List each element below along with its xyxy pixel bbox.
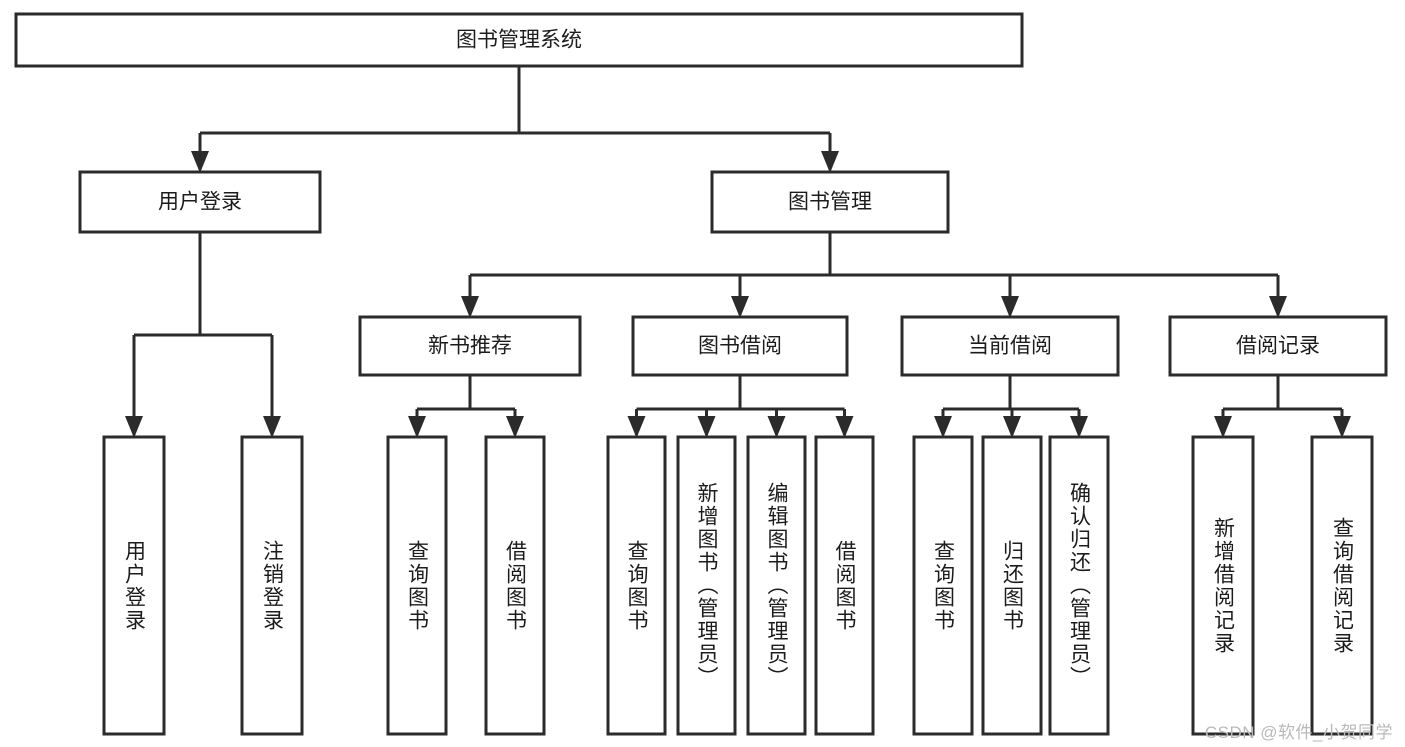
node-level2-label-3: 借阅记录 (1236, 335, 1320, 358)
arrow-head-icon (697, 416, 716, 438)
arrow-head-icon (821, 151, 839, 173)
arrow-head-icon (461, 296, 479, 318)
arrow-head-icon (1001, 296, 1019, 318)
leaf-node-box-9[interactable] (981, 435, 1043, 736)
arrow-head-icon (1333, 416, 1351, 438)
node-level2-label-0: 新书推荐 (428, 335, 512, 358)
node-level2-box-0[interactable] (358, 315, 582, 377)
arrow-head-icon (125, 416, 143, 438)
leaf-node-box-0[interactable] (102, 435, 166, 736)
node-level1-label-1: 图书管理 (788, 191, 872, 214)
node-root-label: 图书管理系统 (456, 29, 582, 52)
arrow-head-icon (835, 416, 854, 438)
arrow-head-icon (1269, 296, 1287, 318)
csdn-watermark: CSDN @软件_小贺同学 (1204, 723, 1393, 742)
leaf-node-box-5[interactable] (676, 435, 737, 736)
arrow-head-icon (627, 416, 646, 438)
arrow-head-icon (263, 416, 281, 438)
arrow-head-icon (731, 296, 749, 318)
node-level2-box-2[interactable] (900, 315, 1120, 377)
leaf-node-box-12[interactable] (1310, 435, 1374, 736)
arrow-head-icon (191, 151, 209, 173)
leaf-node-box-4[interactable] (606, 435, 667, 736)
leaf-node-box-3[interactable] (484, 435, 546, 736)
arrow-head-icon (1214, 416, 1232, 438)
leaf-node-box-1[interactable] (240, 435, 304, 736)
node-level2-label-2: 当前借阅 (968, 335, 1052, 358)
arrow-head-icon (506, 416, 524, 438)
leaf-node-box-10[interactable] (1048, 435, 1110, 736)
arrow-head-icon (767, 416, 786, 438)
arrow-head-icon (1003, 416, 1021, 438)
leaf-node-box-2[interactable] (386, 435, 448, 736)
leaf-node-box-8[interactable] (912, 435, 974, 736)
node-level1-label-0: 用户登录 (158, 191, 242, 214)
leaf-node-box-7[interactable] (814, 435, 875, 736)
leaf-node-box-6[interactable] (746, 435, 807, 736)
arrow-head-icon (1070, 416, 1088, 438)
arrow-head-icon (408, 416, 426, 438)
leaf-node-box-11[interactable] (1191, 435, 1255, 736)
arrow-head-icon (934, 416, 952, 438)
node-level1-box-0[interactable] (78, 170, 322, 234)
node-root-box[interactable] (14, 12, 1024, 68)
node-level2-label-1: 图书借阅 (698, 335, 782, 358)
